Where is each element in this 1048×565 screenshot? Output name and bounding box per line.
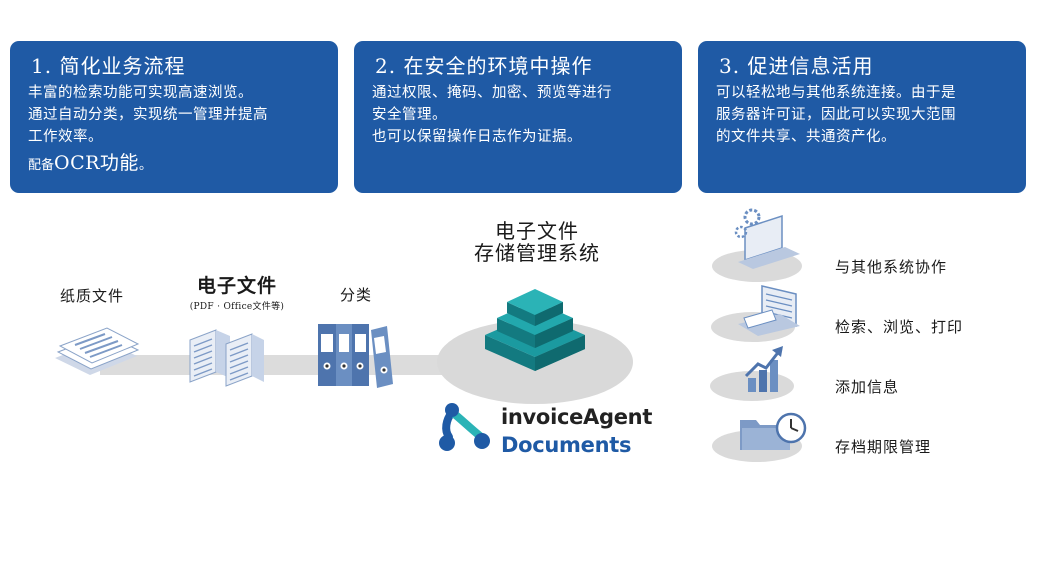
feature-label-integration: 与其他系统协作: [835, 258, 948, 276]
card-title: 1. 简化业务流程: [31, 54, 186, 78]
growth-chart-icon: [744, 346, 783, 392]
card-text-line: 通过权限、掩码、加密、预览等进行: [372, 85, 612, 101]
electronic-files-sublabel: (PDF · Office文件等): [189, 302, 285, 312]
card-text-line: 可以轻松地与其他系统连接。由于是: [716, 85, 956, 101]
feature-label-add-info: 添加信息: [835, 378, 900, 396]
card-simplify-workflow: 1. 简化业务流程 丰富的检索功能可实现高速浏览。 通过自动分类，实现统一管理并…: [10, 41, 338, 193]
ocr-main: OCR功能: [54, 152, 139, 174]
card-text-line: 丰富的检索功能可实现高速浏览。: [28, 85, 253, 101]
electronic-files-icon: [189, 329, 264, 387]
card-text-line: 工作效率。: [28, 129, 103, 145]
system-title-line2: 存储管理系统: [474, 241, 600, 265]
ocr-prefix: 配备: [28, 158, 55, 173]
brand-name: invoiceAgent Documents: [501, 403, 652, 459]
feature-label-retention: 存档期限管理: [835, 438, 932, 456]
paper-files-label: 纸质文件: [60, 287, 125, 305]
ocr-suffix: 。: [138, 158, 152, 173]
classify-label: 分类: [340, 286, 373, 304]
system-title-line1: 电子文件: [495, 219, 579, 243]
card-text-line: 服务器许可证，因此可以实现大范围: [716, 107, 956, 123]
card-text-line: 安全管理。: [372, 107, 447, 123]
flow-band: [100, 355, 480, 375]
card-text-line: 也可以保留操作日志作为证据。: [372, 129, 582, 145]
laptop-document-icon: [738, 285, 800, 336]
card-title: 3. 促进信息活用: [719, 54, 874, 78]
system-title: 电子文件 存储管理系统: [447, 220, 627, 264]
electronic-files-label: 电子文件: [196, 275, 277, 297]
brand-logo-icon: [439, 403, 490, 451]
storage-server-icon: [485, 289, 585, 371]
brand-line2: Documents: [501, 433, 632, 457]
electronic-files-title: 电子文件 (PDF · Office文件等): [172, 271, 302, 312]
paper-stack-icon: [55, 327, 140, 375]
card-text-line: 通过自动分类，实现统一管理并提高: [28, 107, 268, 123]
card-text-line: 的文件共享、共通资产化。: [716, 129, 896, 145]
brand-line1: invoiceAgent: [501, 405, 653, 429]
laptop-gear-icon: [734, 208, 800, 269]
card-secure-environment: 2. 在安全的环境中操作 通过权限、掩码、加密、预览等进行 安全管理。 也可以保…: [354, 41, 682, 193]
folder-clock-icon: [740, 412, 807, 450]
feature-label-search: 检索、浏览、打印: [835, 318, 964, 336]
card-information-use: 3. 促进信息活用 可以轻松地与其他系统连接。由于是 服务器许可证，因此可以实现…: [698, 41, 1026, 193]
card-title: 2. 在安全的环境中操作: [375, 54, 593, 78]
binders-icon: [318, 324, 393, 388]
ocr-feature-line: 配备OCR功能。: [28, 150, 324, 179]
